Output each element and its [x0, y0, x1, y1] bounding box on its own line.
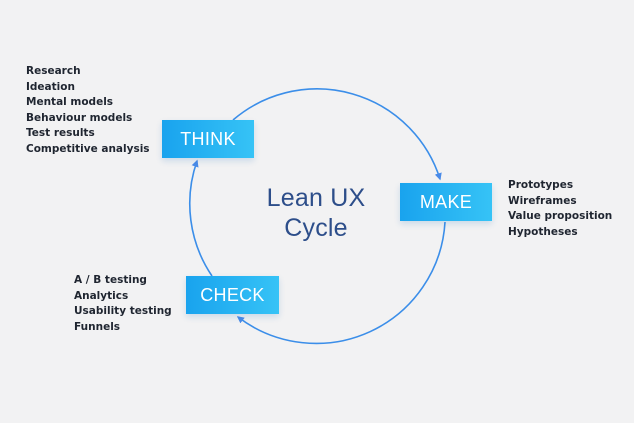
list-item: Wireframes	[508, 194, 577, 207]
list-item: Research	[26, 65, 81, 77]
check-activities-list: A / B testing Analytics Usability testin…	[74, 273, 172, 335]
cycle-title-line-2: Cycle	[284, 214, 348, 242]
list-item: Usability testing	[74, 305, 172, 318]
list-item: Competitive analysis	[26, 142, 150, 155]
cycle-title-line-1: Lean UX	[266, 184, 366, 212]
list-item: Hypotheses	[508, 225, 578, 238]
cycle-arrow-think-to-make	[232, 88, 442, 181]
list-item: Funnels	[74, 320, 121, 333]
cycle-arrow-make-to-check	[236, 221, 446, 345]
cycle-arrow-check-to-think	[188, 159, 213, 277]
stage-think: THINK	[162, 120, 254, 158]
stage-check: CHECK	[186, 276, 279, 314]
list-item: Test results	[26, 127, 95, 140]
list-item: Behaviour models	[26, 111, 133, 124]
think-activities-list: Research Ideation Mental models Behaviou…	[26, 64, 150, 158]
make-activities-list: Prototypes Wireframes Value proposition …	[508, 178, 612, 240]
list-item: A / B testing	[74, 274, 147, 286]
stage-make: MAKE	[400, 183, 492, 221]
cycle-title: Lean UX Cycle	[246, 183, 386, 243]
list-item: Analytics	[74, 289, 129, 302]
list-item: Ideation	[26, 80, 75, 93]
list-item: Mental models	[26, 96, 114, 109]
list-item: Prototypes	[508, 179, 574, 191]
list-item: Value proposition	[508, 210, 613, 223]
